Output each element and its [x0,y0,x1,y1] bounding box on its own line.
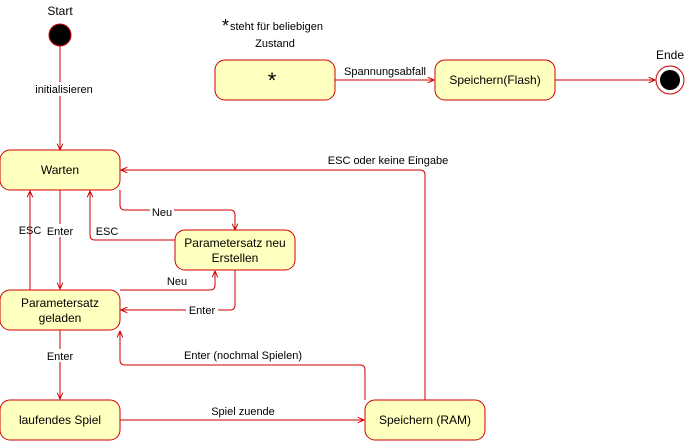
state-warten-label: Warten [41,163,79,177]
edge-ram-geladen-nochmal[interactable] [120,331,366,400]
start-label: Start [47,4,73,18]
state-geladen-label-1: Parametersatz [21,296,99,310]
edge-label-enter-warten: Enter [47,226,74,238]
end-node-core [660,70,680,90]
state-flash-label: Speichern(Flash) [449,73,540,87]
edge-label-initialisieren: initialisieren [35,84,92,96]
state-geladen-label-2: geladen [39,311,82,325]
edge-label-enter-neu: Enter [189,305,216,317]
edge-label-bg [44,349,76,362]
state-neu-label-2: Erstellen [212,251,259,265]
edge-label-esc-geladen: ESC [19,225,42,237]
start-node[interactable] [48,23,72,47]
state-ram-label: Speichern (RAM) [379,413,471,427]
edge-label-bg [186,303,218,316]
note-line1: steht für beliebigen [230,21,323,33]
edge-warten-neu[interactable] [119,190,235,230]
state-neu-label-1: Parametersatz neu [184,236,285,250]
edge-label-spiel-zuende: Spiel zuende [211,406,275,418]
edge-label-spannungsabfall: Spannungsabfall [344,66,426,78]
edge-label-neu-top: Neu [152,207,172,219]
edge-geladen-neu[interactable] [120,271,215,291]
edge-label-bg [44,224,76,237]
note-line2: Zustand [255,38,295,50]
edge-label-neu-geladen: Neu [167,276,187,288]
edge-esc-keine-eingabe[interactable] [121,170,426,400]
end-label: Ende [656,48,684,62]
edge-label-enter-spiel: Enter [47,351,74,363]
edge-label-bg [32,82,96,96]
edge-neu-warten-esc[interactable] [90,191,175,241]
state-speichern-ram[interactable] [364,399,486,441]
note-star: * [222,16,229,36]
edge-label-esc-neu: ESC [96,226,119,238]
state-any-label: * [268,68,277,93]
edge-label-esc-keine: ESC oder keine Eingabe [328,155,448,167]
edge-label-bg [150,205,174,218]
edge-label-enter-nochmal: Enter (nochmal Spielen) [184,350,302,362]
edge-neu-geladen-enter[interactable] [121,270,236,310]
state-spiel-label: laufendes Spiel [19,413,101,427]
